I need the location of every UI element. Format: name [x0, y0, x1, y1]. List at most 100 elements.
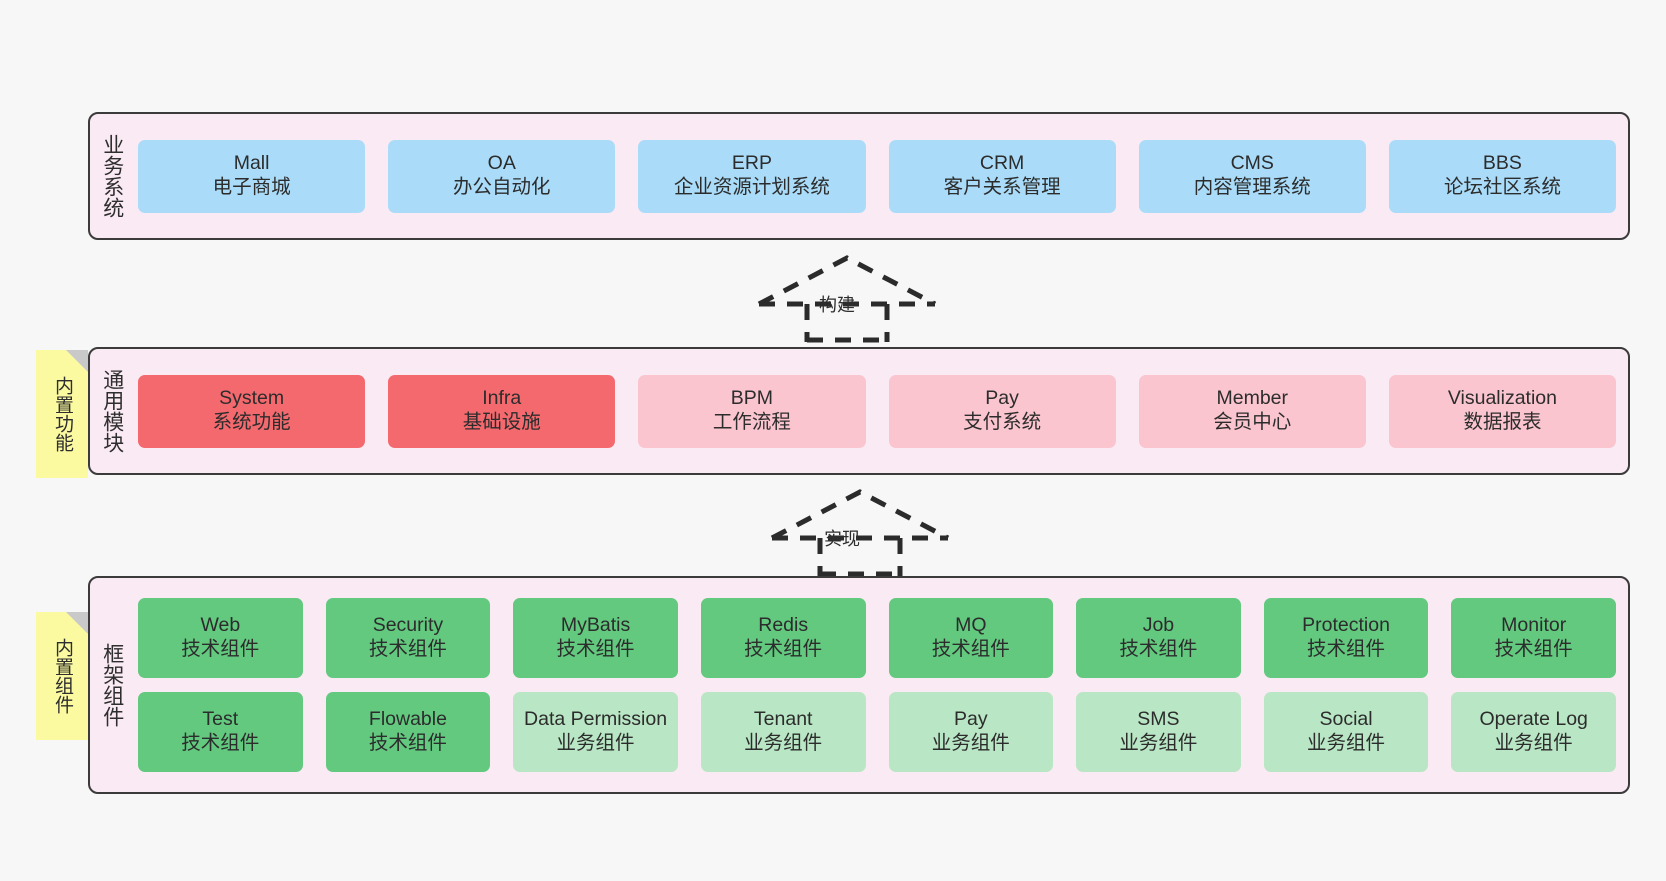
card-visualization[interactable]: Visualization 数据报表: [1388, 374, 1617, 448]
arrow-implement-glyph: [770, 489, 950, 577]
note-fold-corner-icon: [66, 350, 88, 372]
card-title: Security: [372, 614, 444, 637]
arrow-build-label: 构建: [819, 295, 855, 315]
card-tenant[interactable]: Tenant 业务组件: [700, 692, 866, 772]
layer-title-framework: 框架组件: [100, 643, 124, 727]
card-subtitle: 业务组件: [931, 732, 1010, 754]
card-title: MQ: [955, 614, 987, 637]
card-subtitle: 会员中心: [1213, 411, 1292, 433]
layer-body-framework: Web 技术组件 Security 技术组件 MyBatis 技术组件 Redi…: [134, 578, 1628, 792]
card-test[interactable]: Test 技术组件: [138, 692, 303, 772]
card-title: Protection: [1302, 614, 1390, 637]
card-title: CMS: [1230, 152, 1274, 175]
card-cms[interactable]: CMS 内容管理系统: [1138, 139, 1366, 213]
card-system[interactable]: System 系统功能: [138, 374, 366, 448]
card-subtitle: 技术组件: [1307, 638, 1386, 660]
card-flowable[interactable]: Flowable 技术组件: [325, 692, 491, 772]
card-data-permission[interactable]: Data Permission 业务组件: [513, 692, 678, 772]
layer-title-business: 业务系统: [100, 134, 124, 218]
card-member[interactable]: Member 会员中心: [1138, 374, 1366, 448]
card-bpm[interactable]: BPM 工作流程: [638, 374, 866, 448]
card-subtitle: 技术组件: [556, 638, 635, 660]
card-subtitle: 技术组件: [744, 638, 823, 660]
card-subtitle: 内容管理系统: [1193, 176, 1311, 198]
card-subtitle: 工作流程: [712, 411, 791, 433]
card-oa[interactable]: OA 办公自动化: [388, 139, 616, 213]
layer-common-modules: 通用模块 System 系统功能 Infra 基础设施 BPM 工作流程 Pay…: [88, 347, 1630, 475]
card-title: Tenant: [753, 708, 813, 731]
card-subtitle: 业务组件: [1119, 732, 1198, 754]
card-title: Job: [1142, 614, 1175, 637]
card-monitor[interactable]: Monitor 技术组件: [1451, 598, 1616, 678]
card-infra[interactable]: Infra 基础设施: [388, 374, 616, 448]
card-subtitle: 业务组件: [744, 732, 823, 754]
card-job[interactable]: Job 技术组件: [1076, 598, 1241, 678]
card-subtitle: 技术组件: [1494, 638, 1573, 660]
card-title: System: [219, 387, 285, 410]
card-sms[interactable]: SMS 业务组件: [1076, 692, 1241, 772]
card-title: Test: [202, 708, 239, 731]
layer-framework-components: 框架组件 Web 技术组件 Security 技术组件 MyBatis 技术组件…: [88, 576, 1630, 794]
card-title: BBS: [1482, 152, 1522, 175]
card-title: Redis: [758, 614, 809, 637]
card-crm[interactable]: CRM 客户关系管理: [888, 139, 1116, 213]
card-title: Infra: [482, 387, 522, 410]
card-subtitle: 电子商城: [212, 176, 291, 198]
card-title: ERP: [731, 152, 772, 175]
note-label: 内置功能: [52, 376, 74, 452]
card-subtitle: 系统功能: [212, 411, 291, 433]
card-subtitle: 客户关系管理: [943, 176, 1061, 198]
note-builtin-functions: 内置功能: [36, 350, 88, 478]
card-title: OA: [487, 152, 516, 175]
card-title: Monitor: [1501, 614, 1567, 637]
card-title: Pay: [954, 708, 988, 731]
card-subtitle: 办公自动化: [453, 176, 551, 198]
card-bbs[interactable]: BBS 论坛社区系统: [1388, 139, 1617, 213]
card-subtitle: 支付系统: [963, 411, 1042, 433]
arrow-implement-label: 实现: [824, 529, 860, 549]
card-title: CRM: [979, 152, 1025, 175]
card-title: Web: [200, 614, 241, 637]
layer-title-common: 通用模块: [100, 369, 124, 453]
card-subtitle: 技术组件: [368, 732, 447, 754]
card-title: MyBatis: [560, 614, 631, 637]
card-title: Operate Log: [1479, 708, 1588, 731]
note-label: 内置组件: [52, 638, 74, 714]
card-title: Social: [1319, 708, 1373, 731]
card-subtitle: 业务组件: [1494, 732, 1573, 754]
card-title: Flowable: [368, 708, 447, 731]
business-card-row: Mall 电子商城 OA 办公自动化 ERP 企业资源计划系统 CRM 客户关系…: [138, 139, 1617, 213]
common-card-row: System 系统功能 Infra 基础设施 BPM 工作流程 Pay 支付系统…: [138, 374, 1617, 448]
framework-tech-row: Web 技术组件 Security 技术组件 MyBatis 技术组件 Redi…: [138, 598, 1616, 678]
card-subtitle: 数据报表: [1463, 411, 1542, 433]
card-title: Data Permission: [524, 708, 668, 731]
layer-body-business: Mall 电子商城 OA 办公自动化 ERP 企业资源计划系统 CRM 客户关系…: [134, 114, 1628, 238]
card-subtitle: 技术组件: [931, 638, 1010, 660]
card-subtitle: 业务组件: [1307, 732, 1386, 754]
card-social[interactable]: Social 业务组件: [1263, 692, 1429, 772]
card-title: Pay: [985, 387, 1019, 410]
card-subtitle: 技术组件: [181, 732, 260, 754]
layer-business-systems: 业务系统 Mall 电子商城 OA 办公自动化 ERP 企业资源计划系统 CRM…: [88, 112, 1630, 240]
card-security[interactable]: Security 技术组件: [325, 598, 491, 678]
note-builtin-components: 内置组件: [36, 612, 88, 740]
card-redis[interactable]: Redis 技术组件: [700, 598, 866, 678]
card-web[interactable]: Web 技术组件: [138, 598, 303, 678]
card-title: Member: [1216, 387, 1289, 410]
card-subtitle: 基础设施: [462, 411, 541, 433]
card-operate-log[interactable]: Operate Log 业务组件: [1451, 692, 1616, 772]
card-pay[interactable]: Pay 支付系统: [888, 374, 1116, 448]
card-mq[interactable]: MQ 技术组件: [888, 598, 1054, 678]
card-mall[interactable]: Mall 电子商城: [138, 139, 366, 213]
card-title: Visualization: [1447, 387, 1558, 410]
card-title: BPM: [730, 387, 774, 410]
card-erp[interactable]: ERP 企业资源计划系统: [638, 139, 866, 213]
arrow-build-glyph: [757, 255, 937, 343]
layer-body-common: System 系统功能 Infra 基础设施 BPM 工作流程 Pay 支付系统…: [134, 349, 1628, 473]
card-mybatis[interactable]: MyBatis 技术组件: [513, 598, 678, 678]
card-subtitle: 企业资源计划系统: [673, 176, 830, 198]
card-subtitle: 论坛社区系统: [1443, 176, 1561, 198]
card-pay-business[interactable]: Pay 业务组件: [888, 692, 1054, 772]
card-protection[interactable]: Protection 技术组件: [1263, 598, 1429, 678]
